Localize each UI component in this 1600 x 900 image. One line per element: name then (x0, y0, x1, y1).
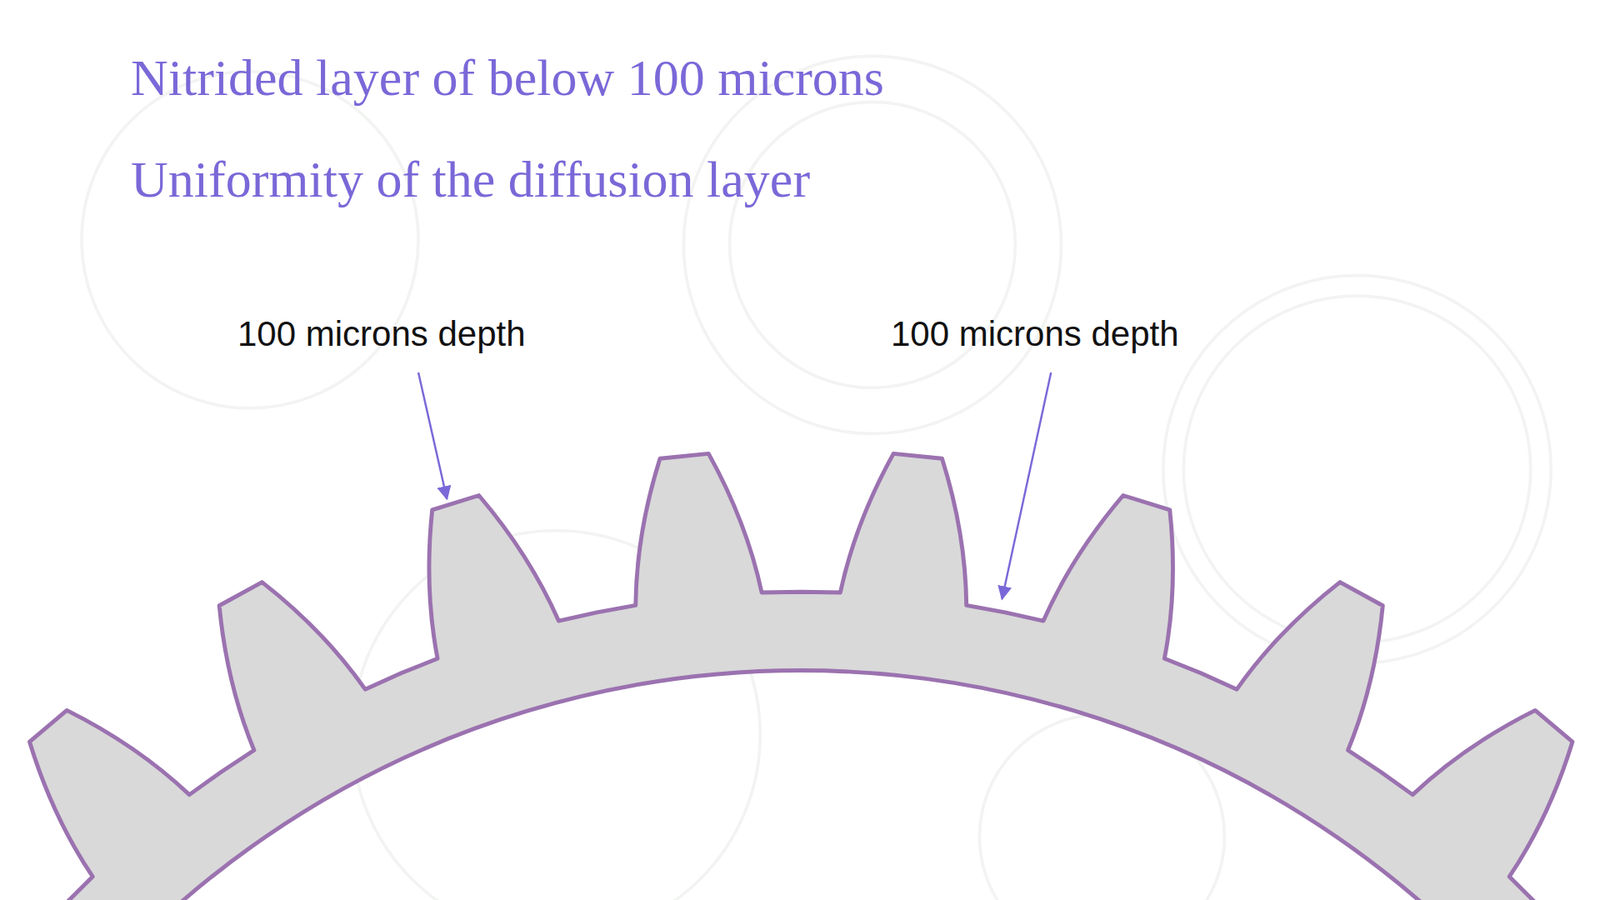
leader-line (1001, 372, 1051, 600)
callout-label: 100 microns depth (890, 316, 1180, 352)
gear (0, 453, 1600, 900)
gear-outline (0, 453, 1600, 900)
callout-label: 100 microns depth (237, 316, 526, 352)
leader-line (418, 372, 447, 500)
heading: Nitrided layer of below 100 microns (130, 51, 885, 104)
heading: Uniformity of the diffusion layer (130, 153, 810, 205)
